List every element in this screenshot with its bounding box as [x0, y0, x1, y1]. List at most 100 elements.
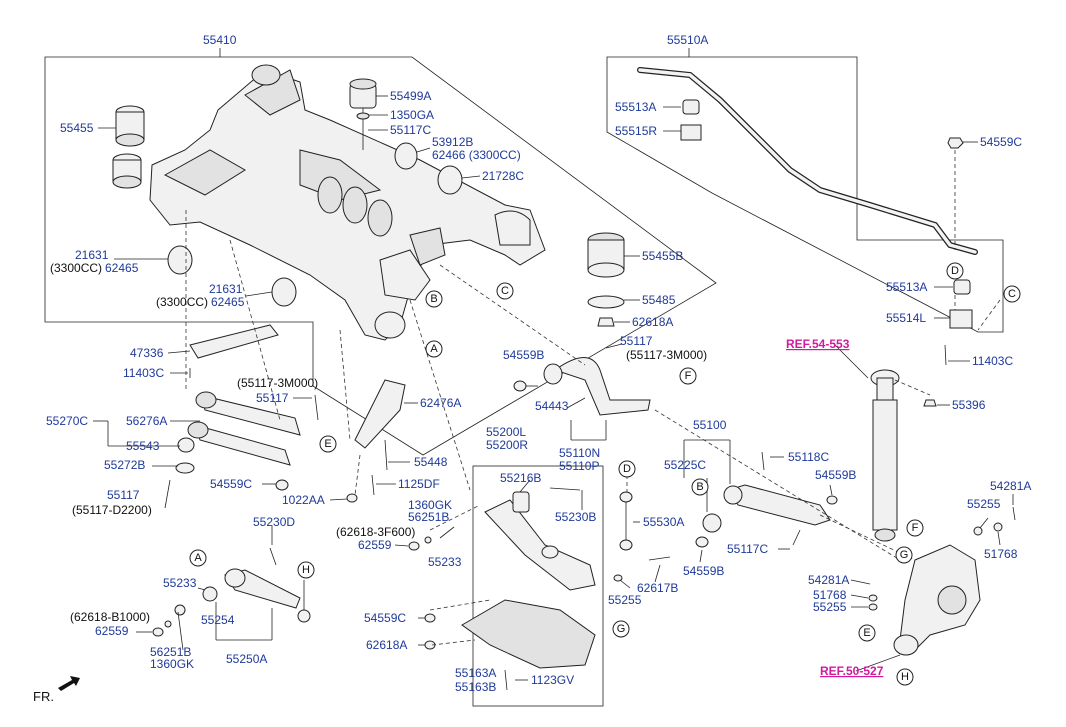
callout-d-right — [946, 262, 964, 280]
bushing-55216b — [512, 491, 530, 513]
svg-text:F: F — [685, 370, 692, 382]
nut-1022aa — [346, 493, 358, 503]
label-47336: 47336 — [130, 346, 164, 360]
label-55118c: 55118C — [788, 450, 829, 464]
callout-f-right — [906, 519, 924, 537]
damper-21631-b — [271, 277, 297, 307]
label-55230d: 55230D — [253, 515, 295, 529]
label-54559c-left: 54559C — [210, 477, 252, 491]
svg-text:H: H — [302, 564, 310, 576]
callout-a-bottom — [189, 549, 207, 567]
label-62618a-bottom: 62618A — [366, 638, 407, 652]
nut-54559b-top — [513, 380, 527, 392]
nut-54559b-bottom — [695, 536, 709, 548]
label-55485: 55485 — [642, 293, 676, 307]
ref-54-553-link[interactable]: REF.54-553 — [786, 337, 850, 351]
label-55255-right: 55255 — [967, 497, 1001, 511]
label-62465-a: 62465 — [105, 261, 139, 275]
front-arrow-icon — [58, 676, 80, 691]
shock-absorber — [870, 369, 900, 542]
bushing-55513a-right — [953, 279, 971, 295]
label-55163a: 55163A — [455, 666, 496, 680]
label-54559b-bottom: 54559B — [683, 564, 724, 578]
label-21631-b: 21631 — [209, 282, 243, 296]
bolt-55117-left — [314, 394, 319, 421]
label-55543: 55543 — [126, 439, 160, 453]
bushing-55513a-left — [682, 99, 700, 115]
label-54559b-top: 54559B — [503, 348, 544, 362]
label-62559-left: 62559 — [95, 624, 129, 638]
damper-21631-a — [167, 245, 193, 275]
damper-53912b — [394, 142, 418, 170]
label-54559c-bottom: 54559C — [364, 611, 406, 625]
bushing-55543 — [177, 437, 195, 453]
stabilizer-group-outline — [606, 56, 1004, 333]
bushing-55225c — [702, 513, 722, 533]
label-55117-left: 55117 — [256, 391, 289, 405]
nut-54559c-right — [947, 137, 964, 149]
ref-50-527-link[interactable]: REF.50-527 — [820, 664, 884, 678]
label-55272b: 55272B — [104, 458, 145, 472]
label-55250a: 55250A — [226, 652, 267, 666]
label-62476a: 62476A — [420, 396, 461, 410]
bolt-11403c-right — [944, 344, 947, 366]
arm-55100 — [727, 484, 831, 526]
bracket-55514l — [949, 309, 973, 329]
damper-21728c — [437, 165, 463, 195]
fr-label: FR. — [33, 689, 54, 704]
bushing-b — [374, 311, 406, 339]
bushing-55455b — [587, 232, 625, 278]
label-54559b-right: 54559B — [815, 468, 856, 482]
nut-62559-center — [408, 541, 420, 551]
label-55117-d2200: (55117-D2200) — [72, 503, 152, 517]
svg-text:C: C — [501, 285, 509, 297]
label-51768-right: 51768 — [984, 547, 1018, 561]
label-55163b: 55163B — [455, 680, 496, 694]
label-54559c-right: 54559C — [980, 135, 1022, 149]
bolt-55118c — [761, 451, 765, 471]
label-55530a: 55530A — [643, 515, 684, 529]
callout-f-center — [679, 367, 697, 385]
part-labels: 55410 55510A 55455 55499A 1350GA 55117C … — [46, 33, 1031, 694]
bracket-62476a — [354, 379, 406, 449]
label-55117-right: 55117 — [620, 334, 653, 348]
bolt-51768-right — [993, 522, 1003, 532]
label-11403c-right: 11403C — [972, 354, 1013, 368]
label-62466: 62466 (3300CC) — [432, 148, 521, 162]
bolt-55117-bottom — [164, 479, 171, 509]
svg-text:B: B — [696, 481, 703, 493]
svg-text:A: A — [430, 343, 438, 355]
label-56251b-left: 56251B — [150, 645, 191, 659]
nut-54559c-bottom — [424, 613, 436, 623]
front-direction-indicator: FR. — [33, 676, 80, 704]
bracket-55515r — [680, 124, 702, 141]
arm-54443 — [553, 357, 651, 416]
label-55513a-left: 55513A — [615, 100, 656, 114]
rear-subframe — [149, 64, 546, 341]
callout-c-top — [496, 282, 514, 300]
stabilizer-bar-55510a — [637, 67, 978, 255]
callout-d-center — [618, 460, 636, 478]
label-55100: 55100 — [693, 418, 727, 432]
label-55117-bottom: 55117 — [107, 488, 140, 502]
plate-55485 — [587, 295, 625, 309]
callout-circles: A B C E F D A H G B C D F G E H — [189, 262, 1021, 686]
label-3300cc-a: (3300CC) — [50, 261, 102, 275]
callout-h-left — [297, 561, 315, 579]
label-55233-center: 55233 — [428, 555, 462, 569]
label-62465-b: 62465 — [211, 295, 245, 309]
label-54281a-right: 54281A — [990, 479, 1031, 493]
label-54281a-bottom: 54281A — [808, 573, 849, 587]
nut-62618a — [597, 317, 615, 327]
bolt-51768-bottom — [868, 594, 878, 602]
bolt-62617b — [648, 556, 671, 561]
label-21728c: 21728C — [482, 169, 524, 183]
washer-55255-right — [973, 526, 983, 536]
label-55117c: 55117C — [390, 123, 431, 137]
svg-text:B: B — [430, 293, 437, 305]
label-55233-left: 55233 — [163, 576, 197, 590]
callout-e-left — [319, 435, 337, 453]
label-55110p: 55110P — [559, 459, 599, 473]
label-55216b: 55216B — [500, 471, 541, 485]
